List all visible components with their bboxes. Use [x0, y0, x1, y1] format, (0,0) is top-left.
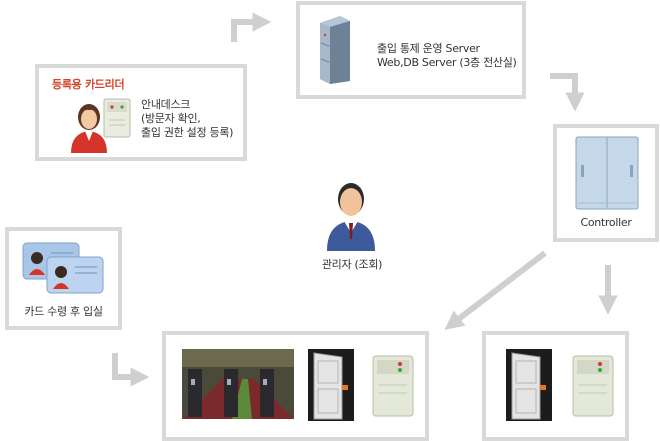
- reader-box-title: 등록용 카드리더: [52, 78, 125, 91]
- arrow-card-to-gate: [112, 353, 150, 387]
- id-cards-icon: [22, 242, 104, 294]
- server-icon: [320, 16, 350, 84]
- server-line-1: 출입 통제 운영 Server: [377, 42, 480, 55]
- server-line-2: Web,DB Server (3층 전산실): [377, 56, 517, 69]
- gate-room-box: [162, 331, 429, 441]
- arrow-controller-to-gate: [444, 250, 547, 330]
- desk-line-3: 출입 권한 설정 등록): [141, 126, 234, 139]
- card-label: 카드 수령 후 입실: [24, 305, 103, 318]
- controller-box: Controller: [553, 124, 659, 242]
- card-box: 카드 수령 후 입실: [5, 227, 122, 330]
- card-reader-icon: [572, 355, 614, 417]
- arrow-server-to-controller: [550, 73, 585, 112]
- speed-gates-icon: [182, 349, 294, 419]
- card-reader-icon: [103, 98, 131, 138]
- arrow-reader-to-server: [231, 12, 272, 42]
- reader-box: 등록용 카드리더 안내데스크 (방문자 확인, 출입 권한 설정 등록): [35, 64, 247, 161]
- controller-label: Controller: [580, 216, 632, 229]
- door-icon: [506, 349, 552, 421]
- door-icon: [308, 349, 354, 421]
- door-box: [482, 331, 629, 441]
- desk-line-1: 안내데스크: [141, 98, 191, 111]
- controller-cabinet-icon: [575, 136, 639, 210]
- card-reader-icon: [372, 355, 414, 417]
- desk-line-2: (방문자 확인,: [141, 112, 201, 125]
- woman-icon: [71, 104, 107, 153]
- manager-label: 관리자 (조회): [321, 258, 383, 271]
- manager-icon: [327, 183, 375, 251]
- server-box: 출입 통제 운영 Server Web,DB Server (3층 전산실): [296, 1, 526, 99]
